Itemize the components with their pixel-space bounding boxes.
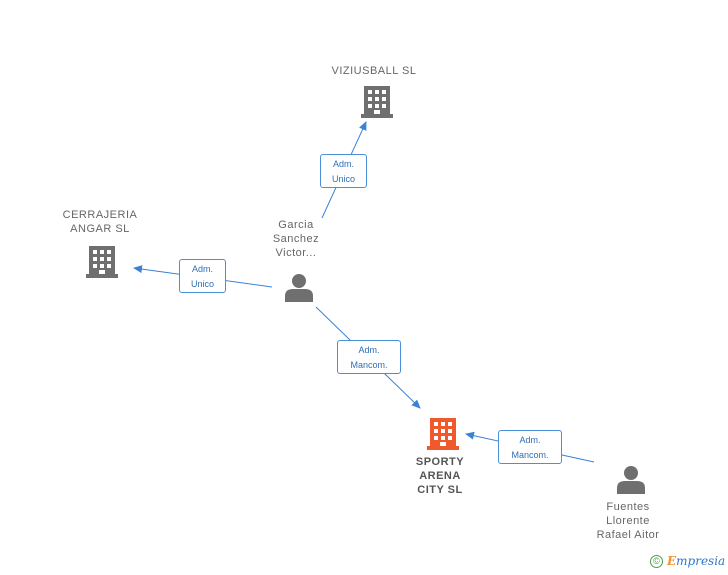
copyright-icon: © [650,555,663,568]
relation-box-adm-unico[interactable]: Adm. Unico [320,154,367,188]
node-label-viziusball[interactable]: VIZIUSBALL SL [331,65,417,77]
relation-box-adm-unico[interactable]: Adm. Unico [179,259,226,293]
relation-box-adm-mancom[interactable]: Adm. Mancom. [337,340,401,374]
node-label-sporty[interactable]: SPORTY ARENA CITY SL [415,456,465,496]
building-icon[interactable] [361,84,393,118]
node-label-garcia[interactable]: Garcia Sanchez Victor... [272,219,320,259]
relation-box-adm-mancom[interactable]: Adm. Mancom. [498,430,562,464]
building-icon[interactable] [86,244,118,278]
node-label-fuentes[interactable]: Fuentes Llorente Rafael Aitor [596,501,660,541]
node-label-cerrajeria[interactable]: CERRAJERIA ANGAR SL [62,209,138,235]
person-icon[interactable] [284,272,314,302]
empresia-logo[interactable]: ©Empresia [650,554,725,568]
building-icon[interactable] [427,416,459,450]
person-icon[interactable] [616,464,646,494]
